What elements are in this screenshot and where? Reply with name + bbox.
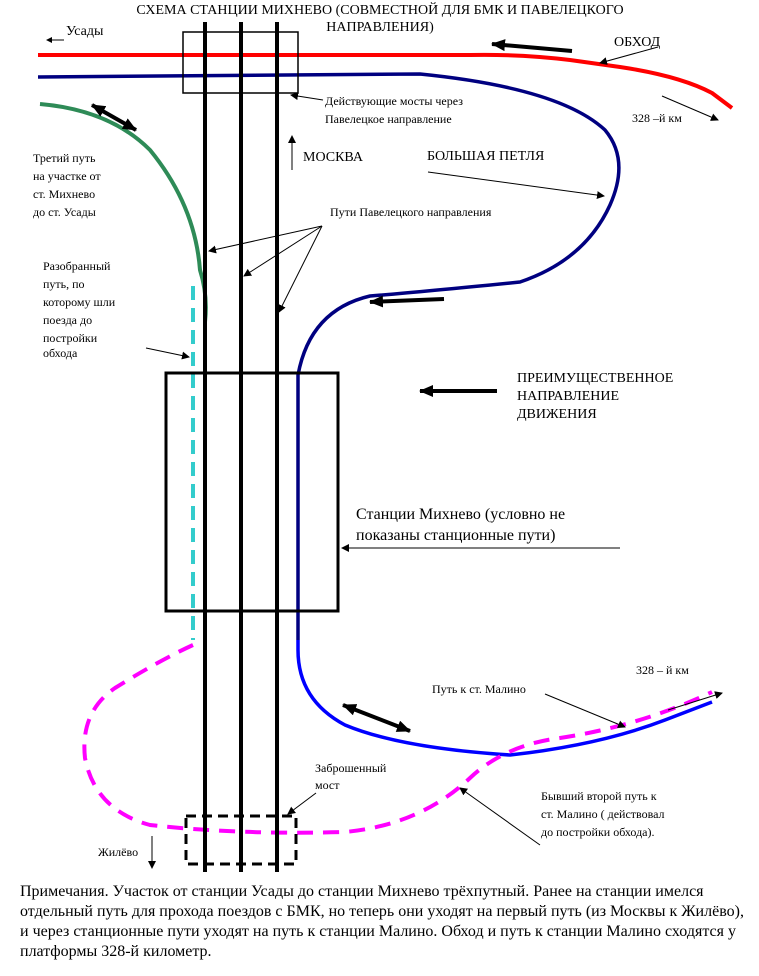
label-former-second-3: до постройки обхода). bbox=[541, 825, 655, 839]
abandoned-bridge-pointer-icon bbox=[287, 792, 317, 815]
label-malino-track: Путь к ст. Малино bbox=[432, 682, 526, 696]
malino-double-arrow-icon bbox=[342, 703, 411, 733]
label-zhilevo: Жилёво bbox=[98, 845, 138, 859]
title-line-2: НАПРАВЛЕНИЯ) bbox=[326, 20, 434, 35]
big-loop-line bbox=[37, 72, 621, 640]
label-dismantled-6: обхода bbox=[43, 346, 78, 360]
label-station-2: показаны станционные пути) bbox=[356, 527, 555, 544]
paveletsky-pointer-2-icon bbox=[243, 225, 323, 277]
label-preferred-3: ДВИЖЕНИЯ bbox=[517, 407, 597, 422]
label-abandoned-bridge-1: Заброшенный bbox=[315, 761, 387, 775]
label-former-second-1: Бывший второй путь к bbox=[541, 789, 657, 803]
label-dismantled-2: путь, по bbox=[43, 277, 85, 291]
label-328km-bottom: 328 – й км bbox=[636, 663, 689, 677]
paveletsky-pointer-1-icon bbox=[208, 225, 323, 254]
label-bridges-1: Действующие мосты через bbox=[325, 94, 463, 108]
label-third-track-3: ст. Михнево bbox=[33, 187, 95, 201]
km328-top-arrow-icon bbox=[661, 95, 719, 121]
obkhod-direction-arrow-icon bbox=[491, 39, 573, 53]
label-dismantled-4: поезда до bbox=[43, 313, 92, 327]
big-loop-pointer-icon bbox=[427, 171, 605, 200]
label-moskva: МОСКВА bbox=[303, 150, 364, 165]
km328-bottom-arrow-icon bbox=[667, 691, 723, 711]
station-box bbox=[164, 371, 340, 613]
label-328km-top: 328 –й км bbox=[632, 111, 682, 125]
label-third-track-2: на участке от bbox=[33, 169, 101, 183]
former-second-track-line bbox=[82, 643, 713, 835]
label-bridges-2: Павелецкое направление bbox=[325, 112, 452, 126]
title-line-1: СХЕМА СТАНЦИИ МИХНЕВО (СОВМЕСТНОЙ ДЛЯ БМ… bbox=[136, 1, 623, 18]
bridges-pointer-icon bbox=[290, 92, 324, 101]
loop-direction-arrow-icon bbox=[369, 295, 445, 308]
label-dismantled-5: постройки bbox=[43, 331, 98, 345]
label-paveletsky-tracks: Пути Павелецкого направления bbox=[330, 205, 492, 219]
label-third-track-1: Третий путь bbox=[33, 151, 96, 165]
obkhod-line bbox=[38, 52, 734, 110]
label-preferred-2: НАПРАВЛЕНИЕ bbox=[517, 389, 619, 404]
obkhod-pointer-arrow-icon bbox=[599, 46, 659, 65]
malino-pointer-icon bbox=[544, 693, 626, 729]
usady-arrow-icon bbox=[46, 37, 52, 43]
paveletsky-pointer-3-icon bbox=[278, 225, 323, 313]
bridges-box bbox=[182, 31, 299, 94]
label-station-1: Станции Михнево (условно не bbox=[356, 506, 565, 523]
label-obkhod: ОБХОД bbox=[614, 35, 661, 50]
label-big-loop: БОЛЬШАЯ ПЕТЛЯ bbox=[427, 149, 544, 164]
label-preferred-1: ПРЕИМУЩЕСТВЕННОЕ bbox=[517, 371, 673, 386]
dismantled-pointer-icon bbox=[145, 347, 190, 360]
label-former-second-2: ст. Малино ( действовал bbox=[541, 807, 665, 821]
footnote: Примечания. Участок от станции Усады до … bbox=[20, 883, 744, 960]
label-dismantled-3: которому шли bbox=[43, 295, 116, 309]
malino-track-line bbox=[296, 640, 713, 757]
former-second-pointer-icon bbox=[459, 787, 541, 846]
label-usady: Усады bbox=[66, 24, 104, 39]
label-abandoned-bridge-2: мост bbox=[315, 778, 340, 792]
third-track-double-arrow-icon bbox=[91, 103, 137, 132]
label-dismantled-1: Разобранный bbox=[43, 259, 111, 273]
abandoned-bridge-box bbox=[184, 814, 298, 866]
label-third-track-4: до ст. Усады bbox=[33, 205, 96, 219]
